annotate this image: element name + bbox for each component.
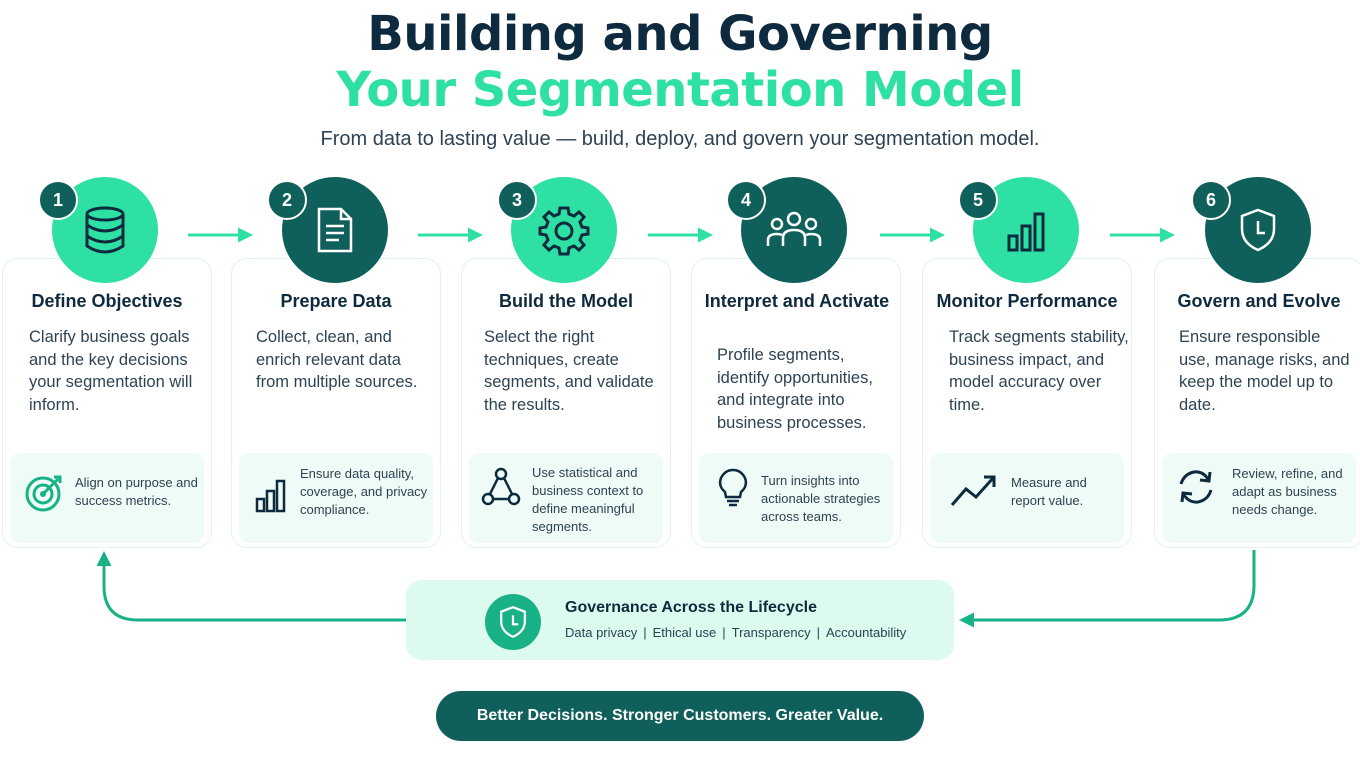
step-note: Use statistical and business context to … (469, 453, 663, 543)
shield-icon (500, 606, 526, 638)
database-icon (85, 206, 125, 254)
step-note-text: Use statistical and business context to … (532, 465, 644, 534)
step-note: Ensure data quality, coverage, and priva… (239, 453, 433, 543)
step-number-badge: 6 (1191, 180, 1231, 220)
step-card-2: Prepare Data Collect, clean, and enrich … (231, 258, 441, 548)
step-description: Profile segments, identify opportunities… (717, 346, 873, 432)
refresh-icon (1179, 470, 1213, 504)
step-title: Prepare Data (280, 291, 392, 311)
step-note-text: Align on purpose and success metrics. (75, 475, 198, 508)
gear-icon (538, 206, 590, 256)
step-note: Review, refine, and adapt as business ne… (1162, 453, 1356, 543)
tagline-banner: Better Decisions. Stronger Customers. Gr… (436, 691, 924, 741)
governance-item: Transparency (731, 625, 811, 640)
separator: | (643, 625, 647, 640)
separator: | (722, 625, 726, 640)
governance-items: Data privacy | Ethical use | Transparency | Ac… (565, 625, 906, 640)
step-note-text: Measure and report value. (1011, 475, 1087, 508)
step-description: Track segments stability, business impac… (949, 328, 1129, 414)
people-icon (766, 211, 822, 246)
page-title: Building and Governing (367, 6, 993, 62)
step-title: Interpret and Activate (704, 291, 890, 311)
step-note-text: Turn insights into actionable strategies… (761, 473, 881, 524)
step-description: Collect, clean, and enrich relevant data… (256, 328, 418, 391)
step-card-1: Define Objectives Clarify business goals… (2, 258, 212, 548)
step-note: Align on purpose and success metrics. (10, 453, 204, 543)
lightbulb-icon (718, 468, 748, 507)
document-icon (317, 207, 353, 253)
step-number-badge: 1 (38, 180, 78, 220)
page-subtitle: From data to lasting value — build, depl… (320, 128, 1040, 150)
step-note-text: Review, refine, and adapt as business ne… (1232, 466, 1343, 517)
step-note: Measure and report value. (930, 453, 1124, 543)
separator: | (816, 625, 821, 640)
step-card-6: Govern and Evolve Ensure responsible use… (1154, 258, 1360, 548)
step-title: Build the Model (499, 291, 633, 311)
governance-item: Accountability (826, 625, 907, 640)
bar-chart-icon (255, 479, 286, 513)
network-icon (481, 467, 521, 506)
loop-right-arrow (959, 550, 1256, 628)
step-number-badge: 3 (497, 180, 537, 220)
governance-item: Ethical use (652, 625, 717, 640)
bar-chart-icon (1007, 212, 1045, 252)
step-title: Monitor Performance (936, 291, 1118, 311)
page-title-accent: Your Segmentation Model (336, 62, 1024, 118)
step-description: Clarify business goals and the key decis… (29, 328, 193, 414)
step-card-3: Build the Model Select the right techniq… (461, 258, 671, 548)
step-note-text: Ensure data quality, coverage, and priva… (300, 466, 428, 517)
governance-icon-circle (485, 594, 541, 650)
step-number-badge: 4 (726, 180, 766, 220)
step-card-5: Monitor Performance Track segments stabi… (922, 258, 1132, 548)
loop-left-arrow (96, 551, 406, 622)
step-description: Select the right techniques, create segm… (484, 328, 654, 414)
trend-up-icon (950, 475, 996, 506)
step-title: Govern and Evolve (1177, 291, 1341, 311)
step-title: Define Objectives (31, 291, 183, 311)
target-icon (25, 475, 62, 512)
step-card-4: Interpret and Activate Profile segments,… (691, 258, 901, 548)
step-description: Ensure responsible use, manage risks, an… (1179, 328, 1350, 414)
governance-panel: Governance Across the Lifecycle Data pri… (406, 580, 954, 660)
governance-title: Governance Across the Lifecycle (565, 599, 817, 616)
step-number-badge: 2 (267, 180, 307, 220)
governance-item: Data privacy (565, 625, 638, 640)
step-number-badge: 5 (958, 180, 998, 220)
shield-icon (1240, 208, 1276, 252)
step-note: Turn insights into actionable strategies… (699, 453, 893, 543)
